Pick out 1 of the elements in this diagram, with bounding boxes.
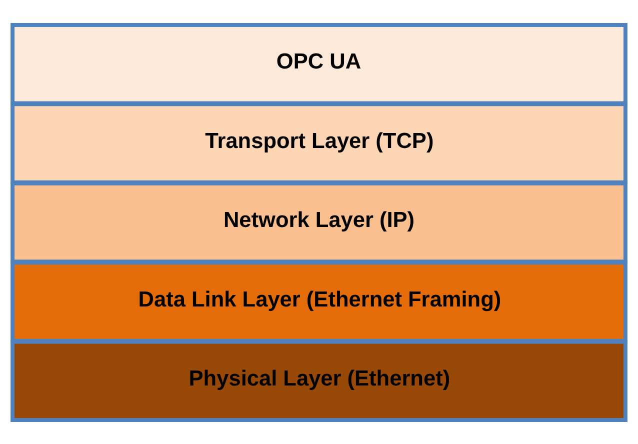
node-box: OPC UA	[10, 22, 628, 105]
